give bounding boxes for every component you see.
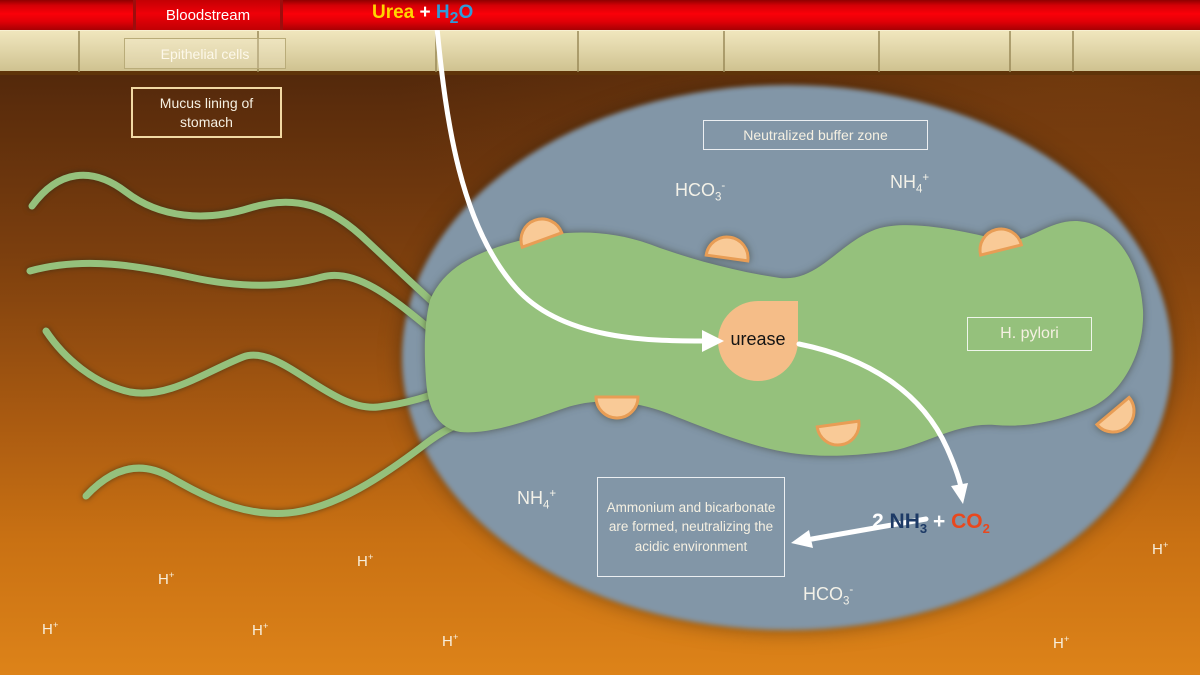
bloodstream-label-box: Bloodstream xyxy=(133,0,283,30)
buffer-zone-label: Neutralized buffer zone xyxy=(743,127,888,143)
bloodstream-label: Bloodstream xyxy=(165,6,251,24)
ammonia-formula: NH3 xyxy=(889,510,928,537)
arrowhead-urea-to-urease xyxy=(702,330,724,352)
epithelial-cells-label-box: Epithelial cells xyxy=(124,38,286,69)
h-pylori-label: H. pylori xyxy=(1000,325,1059,342)
h-plus-ion: H+ xyxy=(252,621,269,639)
nh4-ion: NH4+ xyxy=(517,488,557,512)
urease-enzyme-shape xyxy=(718,301,798,381)
hco3-ion: HCO3- xyxy=(803,584,854,608)
h-pylori-label-box: H. pylori xyxy=(967,317,1092,351)
note-text: Ammonium and bicarbonate are formed, neu… xyxy=(606,500,776,554)
co2-formula: CO2 xyxy=(951,510,990,537)
plus-sign: + xyxy=(932,510,946,533)
epithelial-cell-divider xyxy=(878,31,880,72)
urease-bump-3 xyxy=(978,227,1024,257)
mucus-label-line2: stomach xyxy=(180,113,233,130)
urease-bump-1 xyxy=(519,217,564,250)
h-plus-ion: H+ xyxy=(357,552,374,570)
epithelial-cell-divider xyxy=(577,31,579,72)
plus-sign: + xyxy=(419,2,431,23)
epithelial-cells-label: Epithelial cells xyxy=(160,45,250,62)
epithelial-cell-divider xyxy=(257,31,259,72)
epithelial-cell-divider xyxy=(723,31,725,72)
mucus-lining-label-box: Mucus lining of stomach xyxy=(131,87,282,138)
note-box: Ammonium and bicarbonate are formed, neu… xyxy=(597,477,785,577)
buffer-zone-label-box: Neutralized buffer zone xyxy=(703,120,928,150)
products-formula: 2 NH3 + CO2 xyxy=(872,510,990,536)
epithelial-cell-divider xyxy=(1009,31,1011,72)
arrowhead-products-to-note xyxy=(791,530,813,548)
flagellum-1 xyxy=(28,171,454,322)
arrow-products-to-note xyxy=(809,516,929,542)
epithelial-cell-divider xyxy=(435,31,437,72)
coefficient: 2 xyxy=(872,510,884,533)
arrowhead-urease-to-products xyxy=(951,483,968,504)
mucus-label-line1: Mucus lining of xyxy=(159,94,254,111)
h-plus-ion: H+ xyxy=(42,620,59,638)
urease-bump-2 xyxy=(704,235,750,263)
epithelial-cell-divider xyxy=(78,31,80,72)
arrow-urea-to-urease xyxy=(434,25,705,344)
water-formula: H2O xyxy=(435,2,474,27)
epithelial-cells-bar xyxy=(0,30,1200,75)
urease-bump-6 xyxy=(1094,395,1136,434)
h-plus-ion: H+ xyxy=(1152,540,1169,558)
urease-bump-4 xyxy=(594,395,640,420)
flagellum-2 xyxy=(26,259,456,350)
hco3-ion: HCO3- xyxy=(675,180,726,204)
urea-water-formula: Urea + H2O xyxy=(372,2,473,28)
urease-bump-5 xyxy=(815,419,861,447)
epithelial-cell-divider xyxy=(1072,31,1074,72)
urea-text: Urea xyxy=(372,2,415,23)
flagellum-4 xyxy=(82,420,464,517)
h-plus-ion: H+ xyxy=(158,570,175,588)
h-plus-ion: H+ xyxy=(442,632,459,650)
h-plus-ion: H+ xyxy=(1053,634,1070,652)
flagellum-3 xyxy=(42,327,460,411)
arrow-urease-to-products xyxy=(796,341,964,490)
urease-label: urease xyxy=(730,329,786,349)
nh4-ion: NH4+ xyxy=(890,172,930,196)
